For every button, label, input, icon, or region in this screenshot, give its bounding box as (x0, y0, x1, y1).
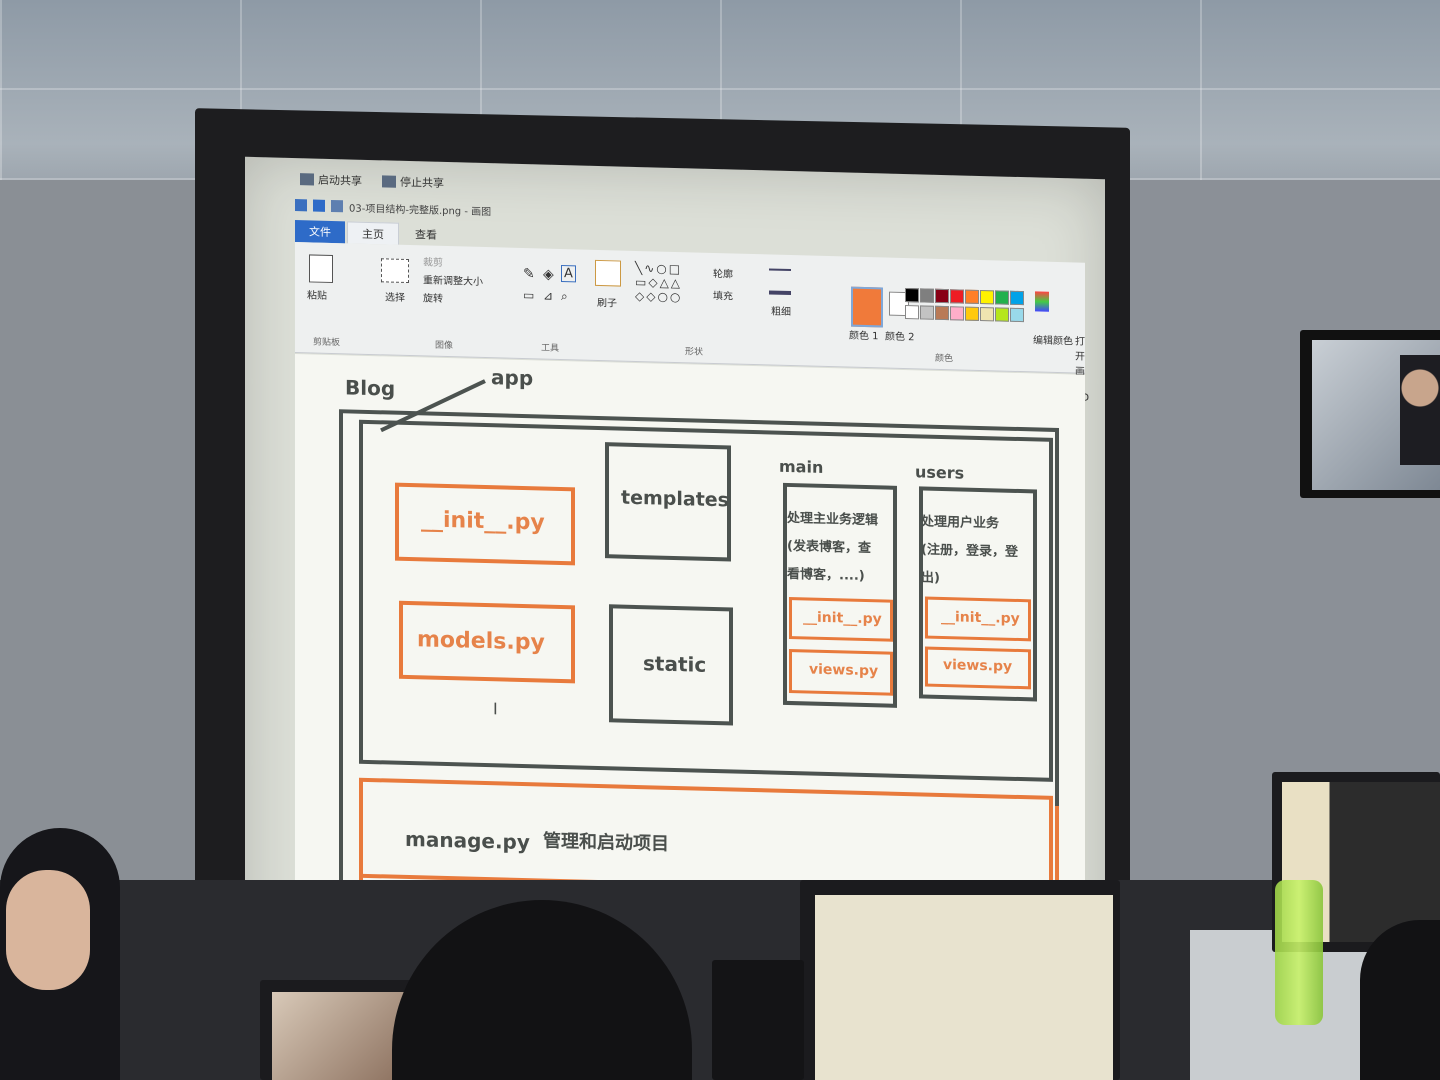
palette-swatch[interactable] (935, 288, 949, 304)
users-init-label: __init__.py (941, 608, 1020, 628)
brush-icon[interactable] (595, 259, 621, 287)
palette-swatch[interactable] (905, 288, 919, 303)
student-right (1360, 920, 1440, 1080)
line-size-icon[interactable] (769, 268, 791, 296)
eraser-icon[interactable]: ▭ (523, 288, 535, 303)
color1-label: 颜色 1 (849, 330, 879, 343)
color-palette (905, 288, 1024, 323)
undo-icon[interactable] (313, 199, 325, 212)
brushes-button[interactable]: 刷子 (597, 297, 617, 310)
fill-button[interactable]: 填充 (713, 290, 733, 303)
rotate-button[interactable]: 旋转 (423, 293, 443, 305)
paint-canvas[interactable]: Blog app __init__.py models.py templates… (295, 354, 1085, 995)
text-cursor-icon: I (493, 699, 498, 719)
group-colors: 颜色 (935, 353, 954, 365)
color1-swatch[interactable] (851, 286, 883, 328)
pencil-icon[interactable]: ✎ (523, 266, 535, 283)
paste-button[interactable]: 粘贴 (307, 290, 327, 302)
users-views-label: views.py (943, 657, 1013, 675)
palette-swatch[interactable] (980, 289, 994, 305)
color2-label: 颜色 2 (885, 331, 915, 344)
main-desc-2: (发表博客，查 (787, 538, 871, 557)
static-label: static (643, 651, 707, 677)
palette-swatch[interactable] (980, 306, 994, 322)
select-icon[interactable] (381, 258, 409, 284)
users-desc-2: (注册，登录，登 (921, 542, 1018, 560)
app-label: app (491, 365, 534, 391)
tab-home[interactable]: 主页 (347, 221, 399, 245)
palette-swatch[interactable] (920, 305, 934, 320)
app-pointer-line (380, 379, 486, 433)
palette-swatch[interactable] (905, 305, 919, 320)
monitor-icon (382, 175, 396, 188)
left-monitor-screen (272, 992, 412, 1080)
paste-icon[interactable] (309, 254, 333, 284)
rainbow-icon (1035, 291, 1049, 312)
student-left-face (6, 870, 90, 990)
outline-button[interactable]: 轮廓 (713, 268, 733, 281)
redo-icon[interactable] (331, 199, 343, 213)
main-init-label: __init__.py (803, 609, 882, 628)
manage-desc: 管理和启动项目 (543, 830, 669, 855)
group-image: 图像 (435, 340, 454, 352)
magnifier-icon[interactable]: ⌕ (561, 289, 568, 304)
fill-icon[interactable]: ◈ (543, 266, 554, 283)
shapes-gallery[interactable]: ╲∿○□▭◇△△◇◇○○ (635, 260, 683, 305)
palette-swatch[interactable] (935, 305, 949, 321)
edit-colors-button[interactable]: 编辑颜色 (1033, 335, 1073, 348)
init-py-label: __init__.py (421, 507, 545, 536)
users-desc-1: 处理用户业务 (921, 514, 1000, 532)
window-title: 03-项目结构-完整版.png - 画图 (349, 202, 492, 218)
monitor-icon (300, 173, 314, 186)
palette-swatch[interactable] (995, 290, 1009, 305)
center-monitor-screen (815, 895, 1113, 1080)
ribbon: 粘贴 剪贴板 选择 裁剪 重新调整大小 旋转 图像 ✎ ◈ A ▭ ⊿ ⌕ 工具… (295, 242, 1089, 404)
palette-swatch[interactable] (965, 289, 979, 304)
palette-swatch[interactable] (1010, 307, 1024, 323)
select-button[interactable]: 选择 (385, 292, 405, 304)
green-water-bottle (1275, 880, 1323, 1025)
size-button[interactable]: 粗细 (771, 306, 791, 319)
templates-label: templates (621, 486, 729, 512)
main-views-label: views.py (809, 661, 879, 680)
palette-swatch[interactable] (950, 289, 964, 304)
color-picker-icon[interactable]: ⊿ (543, 288, 554, 303)
start-share-button[interactable]: 启动共享 (300, 171, 362, 189)
palette-swatch[interactable] (995, 307, 1009, 322)
manage-py-label: manage.py (405, 826, 530, 855)
tab-file[interactable]: 文件 (295, 220, 345, 244)
group-tools: 工具 (541, 343, 560, 354)
group-shapes: 形状 (685, 347, 704, 358)
palette-swatch[interactable] (965, 306, 979, 321)
palette-swatch[interactable] (920, 288, 934, 303)
tv-presenter (1400, 355, 1440, 465)
main-desc-3: 看博客，....) (787, 566, 865, 584)
palette-swatch[interactable] (1010, 290, 1024, 306)
tab-view[interactable]: 查看 (415, 228, 437, 242)
save-icon[interactable] (295, 199, 307, 212)
pc-tower (712, 960, 804, 1080)
stop-share-button[interactable]: 停止共享 (382, 173, 444, 191)
main-desc-1: 处理主业务逻辑 (787, 510, 879, 529)
projected-screen: 启动共享 停止共享 03-项目结构-完整版.png - 画图 文件 主页 查看 … (245, 156, 1105, 1010)
crop-button[interactable]: 裁剪 (423, 257, 443, 269)
text-icon[interactable]: A (561, 265, 576, 283)
main-label: main (779, 456, 824, 477)
resize-button[interactable]: 重新调整大小 (423, 275, 483, 288)
users-label: users (915, 462, 965, 483)
users-desc-3: 出) (921, 570, 940, 586)
models-py-label: models.py (417, 627, 545, 656)
share-toolbar: 启动共享 停止共享 (300, 168, 444, 194)
palette-swatch[interactable] (950, 306, 964, 321)
group-clipboard: 剪贴板 (313, 337, 341, 349)
